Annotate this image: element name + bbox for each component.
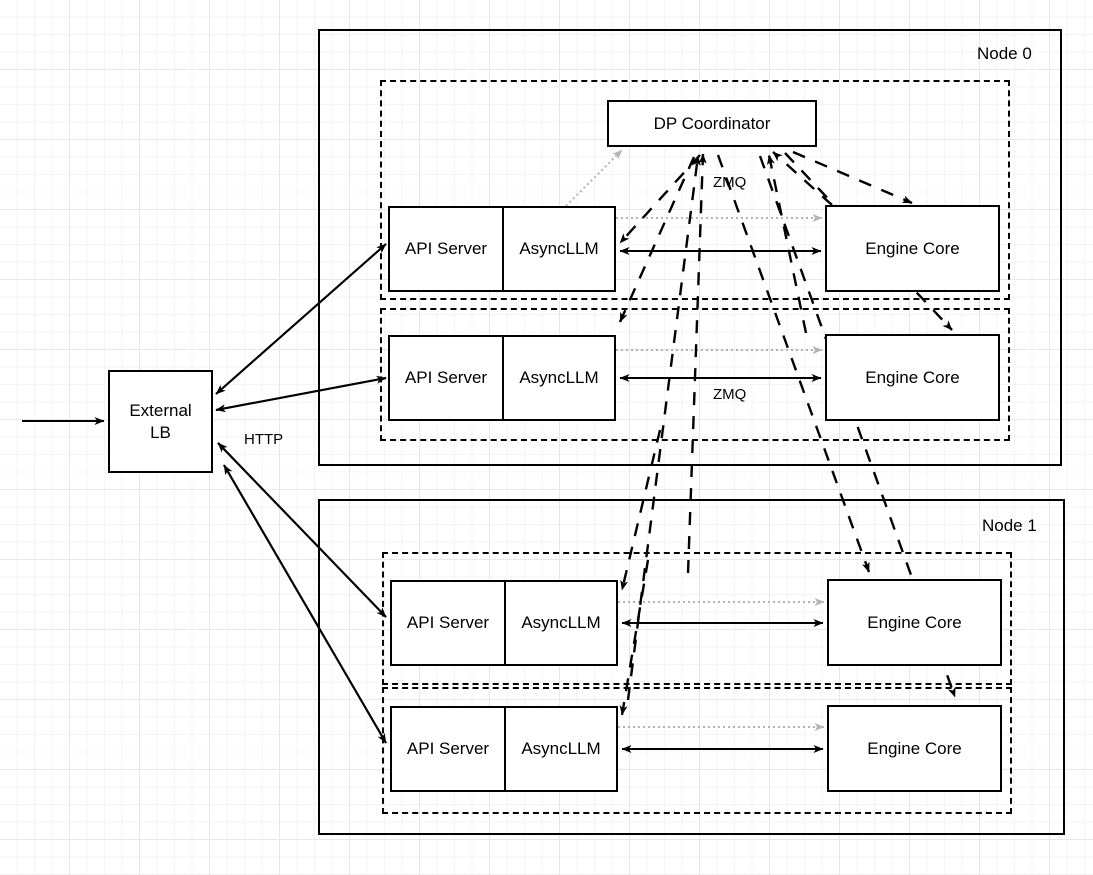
- api-server-cell[interactable]: API Server: [390, 337, 504, 419]
- external-lb-label-line2: LB: [150, 422, 171, 442]
- api-server-label: API Server: [406, 613, 490, 632]
- async-llm-label: AsyncLLM: [521, 739, 601, 758]
- zmq-label-coordinator: ZMQ: [713, 174, 747, 191]
- api-server-cell[interactable]: API Server: [392, 582, 506, 664]
- api-server-unit-node0-dp1[interactable]: API Server AsyncLLM: [388, 335, 616, 421]
- engine-core-node0-dp1[interactable]: Engine Core: [825, 334, 1000, 421]
- async-llm-label: AsyncLLM: [519, 368, 599, 387]
- api-server-cell[interactable]: API Server: [392, 708, 506, 790]
- api-server-cell[interactable]: API Server: [390, 208, 504, 290]
- engine-core-label: Engine Core: [867, 738, 962, 758]
- engine-core-label: Engine Core: [867, 612, 962, 632]
- engine-core-label: Engine Core: [865, 367, 960, 387]
- api-server-label: API Server: [404, 239, 488, 258]
- async-llm-label: AsyncLLM: [521, 613, 601, 632]
- engine-core-label: Engine Core: [865, 238, 960, 258]
- async-llm-label: AsyncLLM: [519, 239, 599, 258]
- engine-core-node0-dp0[interactable]: Engine Core: [825, 205, 1000, 292]
- node-0-label: Node 0: [977, 44, 1032, 63]
- async-llm-cell[interactable]: AsyncLLM: [504, 208, 614, 290]
- zmq-label-engine-node0-dp1: ZMQ: [713, 386, 747, 403]
- external-lb-label-line1: External: [129, 401, 192, 421]
- api-server-unit-node1-dp0[interactable]: API Server AsyncLLM: [390, 580, 618, 666]
- api-server-label: API Server: [404, 368, 488, 387]
- async-llm-cell[interactable]: AsyncLLM: [506, 582, 616, 664]
- external-lb-box[interactable]: External LB: [108, 370, 213, 473]
- engine-core-node1-dp0[interactable]: Engine Core: [827, 579, 1002, 666]
- engine-core-node1-dp1[interactable]: Engine Core: [827, 705, 1002, 792]
- api-server-label: API Server: [406, 739, 490, 758]
- node-1-label: Node 1: [982, 516, 1037, 535]
- async-llm-cell[interactable]: AsyncLLM: [504, 337, 614, 419]
- api-server-unit-node0-dp0[interactable]: API Server AsyncLLM: [388, 206, 616, 292]
- api-server-unit-node1-dp1[interactable]: API Server AsyncLLM: [390, 706, 618, 792]
- dp-coordinator-box[interactable]: DP Coordinator: [607, 100, 817, 147]
- dp-coordinator-label: DP Coordinator: [653, 113, 771, 133]
- async-llm-cell[interactable]: AsyncLLM: [506, 708, 616, 790]
- http-label: HTTP: [244, 431, 284, 448]
